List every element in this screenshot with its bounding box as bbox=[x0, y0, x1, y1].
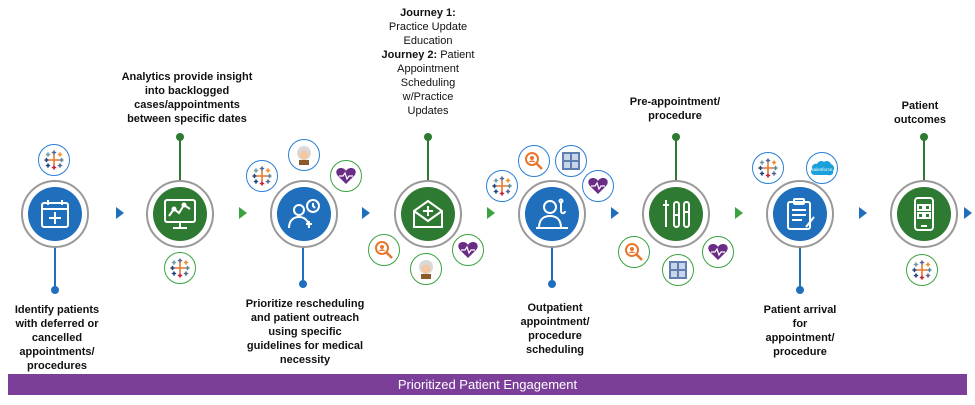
smartphone-icon bbox=[914, 197, 934, 231]
heart-pulse-icon bbox=[330, 160, 362, 192]
step-outpatient-circle bbox=[518, 180, 586, 248]
tableau-logo-icon bbox=[38, 144, 70, 176]
connector-dot bbox=[424, 133, 432, 141]
heart-pulse-icon bbox=[702, 236, 734, 268]
grid-icon bbox=[555, 145, 587, 177]
search-person-icon bbox=[618, 236, 650, 268]
arrow-right bbox=[611, 207, 619, 219]
connector-outpatient bbox=[551, 242, 553, 283]
search-person-icon bbox=[518, 145, 550, 177]
svg-text:salesforce: salesforce bbox=[812, 167, 833, 172]
search-person-icon bbox=[368, 234, 400, 266]
tableau-logo-icon bbox=[752, 152, 784, 184]
connector-pre-appointment bbox=[675, 136, 677, 182]
heart-pulse-icon bbox=[582, 170, 614, 202]
clipboard-icon bbox=[787, 198, 815, 230]
tableau-logo-icon bbox=[486, 170, 518, 202]
step-prioritize-circle bbox=[270, 180, 338, 248]
einstein-avatar-icon bbox=[410, 253, 442, 285]
connector-outcomes bbox=[923, 136, 925, 182]
patient-clock-icon bbox=[288, 199, 320, 229]
step-outcomes-circle bbox=[890, 180, 958, 248]
connector-identify bbox=[54, 242, 56, 289]
label-arrival: Patient arrival for appointment/ procedu… bbox=[763, 304, 837, 358]
connector-dot bbox=[672, 133, 680, 141]
grid-icon bbox=[662, 254, 694, 286]
envelope-icon bbox=[413, 199, 443, 228]
connector-dot bbox=[548, 280, 556, 288]
label-outpatient: Outpatient appointment/ procedure schedu… bbox=[520, 302, 590, 356]
arrow-right bbox=[487, 207, 495, 219]
arrow-right bbox=[116, 207, 124, 219]
step-pre-appointment-circle bbox=[642, 180, 710, 248]
test-tubes-icon bbox=[663, 200, 690, 228]
connector-dot bbox=[176, 133, 184, 141]
connector-analytics bbox=[179, 136, 181, 182]
tableau-logo-icon bbox=[164, 252, 196, 284]
step-arrival-circle bbox=[766, 180, 834, 248]
connector-dot bbox=[920, 133, 928, 141]
label-pre-appointment: Pre-appointment/ procedure bbox=[629, 96, 721, 122]
label-prioritize: Prioritize rescheduling and patient outr… bbox=[245, 298, 365, 366]
label-identify: Identify patients with deferred or cance… bbox=[14, 304, 100, 372]
tableau-logo-icon bbox=[246, 160, 278, 192]
analytics-monitor-icon bbox=[164, 199, 196, 229]
connector-dot bbox=[299, 280, 307, 288]
arrow-right bbox=[362, 207, 370, 219]
banner-prioritized-patient-engagement: Prioritized Patient Engagement bbox=[8, 374, 967, 395]
salesforce-logo-icon: salesforce bbox=[806, 152, 838, 184]
label-analytics: Analytics provide insight into backlogge… bbox=[121, 71, 253, 125]
step-analytics-circle bbox=[146, 180, 214, 248]
connector-journey bbox=[427, 136, 429, 182]
arrow-right bbox=[964, 207, 972, 219]
doctor-icon bbox=[536, 198, 568, 229]
arrow-right bbox=[859, 207, 867, 219]
connector-arrival bbox=[799, 242, 801, 289]
heart-pulse-icon bbox=[452, 234, 484, 266]
calendar-icon bbox=[41, 200, 69, 228]
arrow-right bbox=[239, 207, 247, 219]
journey-text: Journey 1: Practice Update Education Jou… bbox=[381, 7, 475, 117]
einstein-avatar-icon bbox=[288, 139, 320, 171]
step-journey-circle bbox=[394, 180, 462, 248]
connector-dot bbox=[51, 286, 59, 294]
step-identify-circle bbox=[21, 180, 89, 248]
tableau-logo-icon bbox=[906, 254, 938, 286]
arrow-right bbox=[735, 207, 743, 219]
label-outcomes: Patient outcomes bbox=[894, 100, 946, 126]
connector-dot bbox=[796, 286, 804, 294]
connector-prioritize bbox=[302, 242, 304, 283]
